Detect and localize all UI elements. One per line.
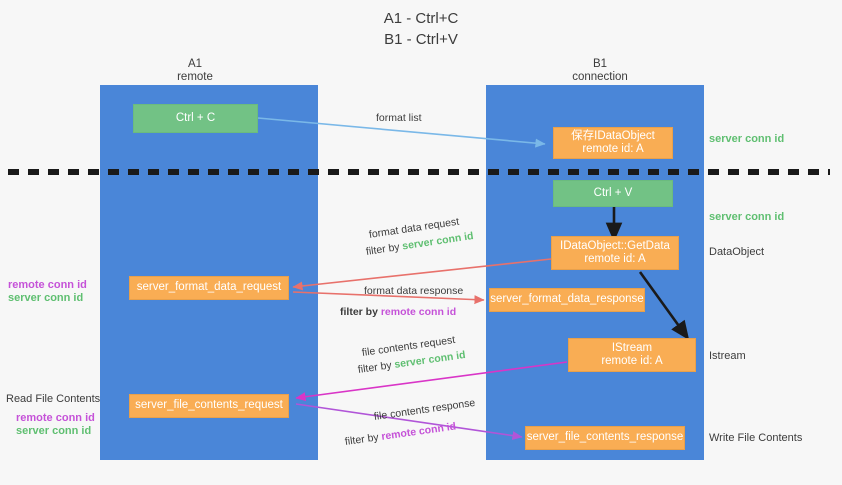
side-label-remote-conn-id-a: remote conn id xyxy=(8,279,87,291)
title-line-1: A1 - Ctrl+C xyxy=(383,10,459,27)
box-server-file-contents-response[interactable]: server_file_contents_response xyxy=(525,426,685,450)
box-getdata-line2: remote id: A xyxy=(584,253,646,265)
side-label-remote-conn-id-b: remote conn id xyxy=(16,412,95,424)
lane-b1-sub: connection xyxy=(572,71,628,83)
title-line-2: B1 - Ctrl+V xyxy=(384,31,458,48)
box-save-dataobject-line1: 保存IDataObject xyxy=(571,129,655,142)
box-istream[interactable]: IStream remote id: A xyxy=(568,338,696,372)
lane-header-a1: A1 remote xyxy=(120,58,270,84)
edge-label-format-data-response: format data response xyxy=(364,285,464,297)
filter-by-text-3: filter by xyxy=(357,358,396,376)
box-getdata-line1: IDataObject::GetData xyxy=(560,239,670,252)
box-ctrl-v-label: Ctrl + V xyxy=(593,186,633,199)
lane-a1-sub: remote xyxy=(177,71,213,83)
filter-by-text-4: filter by xyxy=(344,430,383,448)
box-istream-line2: remote id: A xyxy=(601,355,663,367)
page-title: A1 - Ctrl+C B1 - Ctrl+V xyxy=(0,8,842,50)
box-server-file-contents-request[interactable]: server_file_contents_request xyxy=(129,394,289,418)
box-idataobject-getdata[interactable]: IDataObject::GetData remote id: A xyxy=(551,236,679,270)
box-server-file-contents-response-label: server_file_contents_response xyxy=(526,431,684,444)
side-label-read-file-contents: Read File Contents xyxy=(6,393,101,405)
box-ctrl-c-label: Ctrl + C xyxy=(175,111,216,124)
box-server-format-data-response-label: server_format_data_response xyxy=(490,293,644,306)
box-server-format-data-request-label: server_format_data_request xyxy=(136,281,282,294)
side-label-server-conn-id-mid: server conn id xyxy=(709,211,785,223)
box-ctrl-v[interactable]: Ctrl + V xyxy=(553,180,673,207)
lane-b1-name: B1 xyxy=(592,58,608,70)
edge-label-format-list: format list xyxy=(376,112,422,124)
box-save-dataobject[interactable]: 保存IDataObject remote id: A xyxy=(553,127,673,159)
box-server-file-contents-request-label: server_file_contents_request xyxy=(135,399,283,412)
lane-a1-name: A1 xyxy=(187,58,203,70)
side-label-server-conn-id-b: server conn id xyxy=(16,425,92,437)
edge-label-file-contents-response: file contents response xyxy=(373,396,476,423)
remote-conn-id-token-2: remote conn id xyxy=(380,420,457,443)
box-save-dataobject-line2: remote id: A xyxy=(582,143,644,155)
filter-by-text-1: filter by xyxy=(365,240,404,258)
side-label-server-conn-id-top: server conn id xyxy=(709,133,785,145)
box-server-format-data-response[interactable]: server_format_data_response xyxy=(489,288,645,312)
side-label-istream: Istream xyxy=(709,350,746,362)
remote-conn-id-token-1: remote conn id xyxy=(380,306,457,318)
box-ctrl-c[interactable]: Ctrl + C xyxy=(133,104,258,133)
box-istream-line1: IStream xyxy=(611,341,653,354)
filter-by-text-2: filter by xyxy=(340,306,381,318)
edge-filter-format-data-response: filter by remote conn id xyxy=(340,305,456,319)
box-server-format-data-request[interactable]: server_format_data_request xyxy=(129,276,289,300)
side-label-write-file-contents: Write File Contents xyxy=(709,432,803,444)
side-label-dataobject: DataObject xyxy=(709,246,765,258)
lane-header-b1: B1 connection xyxy=(525,58,675,84)
side-label-server-conn-id-a: server conn id xyxy=(8,292,84,304)
edge-filter-file-contents-response: filter by remote conn id xyxy=(344,419,457,448)
